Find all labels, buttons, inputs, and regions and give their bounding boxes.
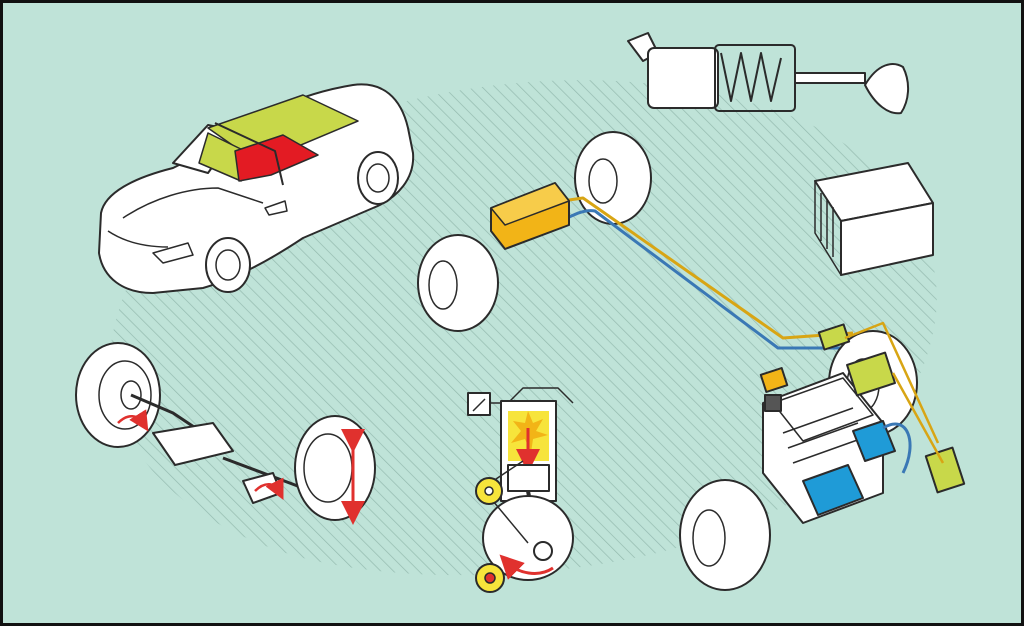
- right-tire: [294, 415, 376, 521]
- rear-left-wheel: [417, 234, 499, 332]
- side-mirror: [264, 200, 288, 216]
- convertible-car: [98, 83, 415, 294]
- rack-housing: [152, 422, 234, 466]
- battery-fins: [814, 181, 842, 276]
- battery-block: [814, 162, 934, 276]
- distributor-gauge-icon: [472, 398, 486, 412]
- crank-rotation-arrow: [499, 554, 554, 580]
- coolant-reservoir: [846, 351, 896, 397]
- engine-ribs: [782, 407, 864, 464]
- piston-cylinder: [467, 387, 574, 593]
- rear-right-wheel: [574, 131, 652, 225]
- joint-rotation-arrow: [254, 477, 284, 500]
- vehicle-systems-illustration: [3, 3, 1021, 623]
- steering-rotation-arrow: [117, 409, 149, 432]
- sensor-unit: [764, 394, 782, 412]
- crank-pulley-hub: [484, 572, 496, 584]
- rollbar: [214, 122, 284, 186]
- front-wheel-hub: [215, 249, 241, 281]
- timing-pulley-hub: [484, 486, 494, 496]
- shock-absorber: [627, 32, 909, 115]
- piston-head: [507, 464, 550, 492]
- shock-mount: [864, 63, 909, 115]
- front-grille: [107, 230, 169, 248]
- engine-block: [759, 321, 966, 524]
- left-tire: [75, 342, 161, 448]
- crankshaft: [533, 541, 553, 561]
- ecu-unit: [759, 367, 789, 393]
- fuse-box: [817, 323, 851, 351]
- alternator: [852, 420, 896, 462]
- relay-unit: [924, 446, 966, 494]
- shock-spring: [720, 52, 782, 102]
- headlight: [152, 242, 194, 264]
- car-hood-line: [122, 187, 264, 219]
- tie-rod: [222, 456, 304, 490]
- engine-top: [772, 377, 874, 442]
- starter-motor: [802, 464, 864, 516]
- fuel-tank-top: [490, 182, 570, 226]
- steering-assembly: [75, 342, 376, 525]
- rear-wheel-hub: [366, 163, 390, 193]
- timing-belt: [492, 460, 529, 544]
- battery-front: [840, 202, 934, 276]
- shock-rod: [794, 72, 866, 84]
- coolant-hose: [882, 422, 912, 474]
- shock-body: [647, 47, 719, 109]
- front-left-wheel: [679, 479, 771, 591]
- wiring-harness: [844, 321, 945, 464]
